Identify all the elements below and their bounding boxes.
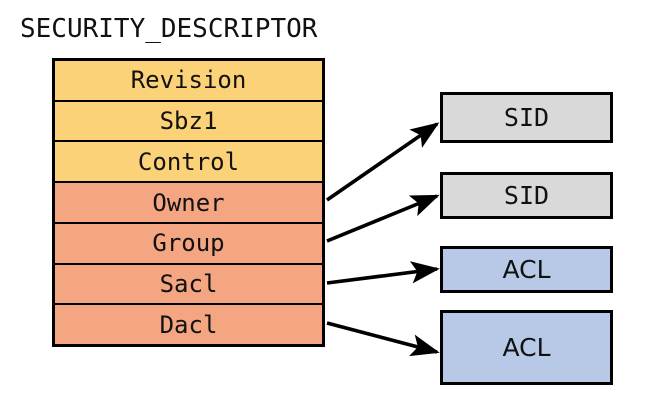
struct-row-revision: Revision: [55, 61, 322, 102]
struct-row-label: Revision: [130, 66, 247, 95]
struct-row-label: Owner: [152, 188, 225, 217]
object-box-acl-sacl: ACL: [440, 246, 613, 293]
object-box-acl-dacl: ACL: [440, 310, 613, 385]
struct-row-label: Sacl: [159, 269, 218, 298]
security-descriptor-struct: Revision Sbz1 Control Owner Group Sacl D…: [52, 58, 325, 347]
page-title: SECURITY_DESCRIPTOR: [20, 14, 318, 44]
struct-row-label: Dacl: [159, 310, 218, 339]
object-box-label: SID: [503, 181, 550, 210]
object-box-sid-owner: SID: [440, 92, 613, 143]
struct-row-label: Group: [152, 229, 225, 258]
arrow-owner-to-sid: [325, 122, 440, 202]
object-box-label: ACL: [502, 255, 551, 284]
struct-row-control: Control: [55, 142, 322, 184]
struct-row-owner: Owner: [55, 183, 322, 224]
struct-row-sbz1: Sbz1: [55, 101, 322, 143]
object-box-sid-group: SID: [440, 172, 613, 219]
struct-row-sacl: Sacl: [55, 264, 322, 306]
arrow-group-to-sid: [326, 194, 440, 243]
arrow-sacl-to-acl: [326, 261, 440, 285]
object-box-label: SID: [503, 103, 550, 132]
arrow-dacl-to-acl: [326, 321, 440, 357]
struct-row-dacl: Dacl: [55, 305, 322, 345]
struct-row-label: Control: [137, 147, 240, 176]
object-box-label: ACL: [502, 333, 551, 362]
struct-row-group: Group: [55, 223, 322, 265]
struct-row-label: Sbz1: [159, 107, 218, 136]
